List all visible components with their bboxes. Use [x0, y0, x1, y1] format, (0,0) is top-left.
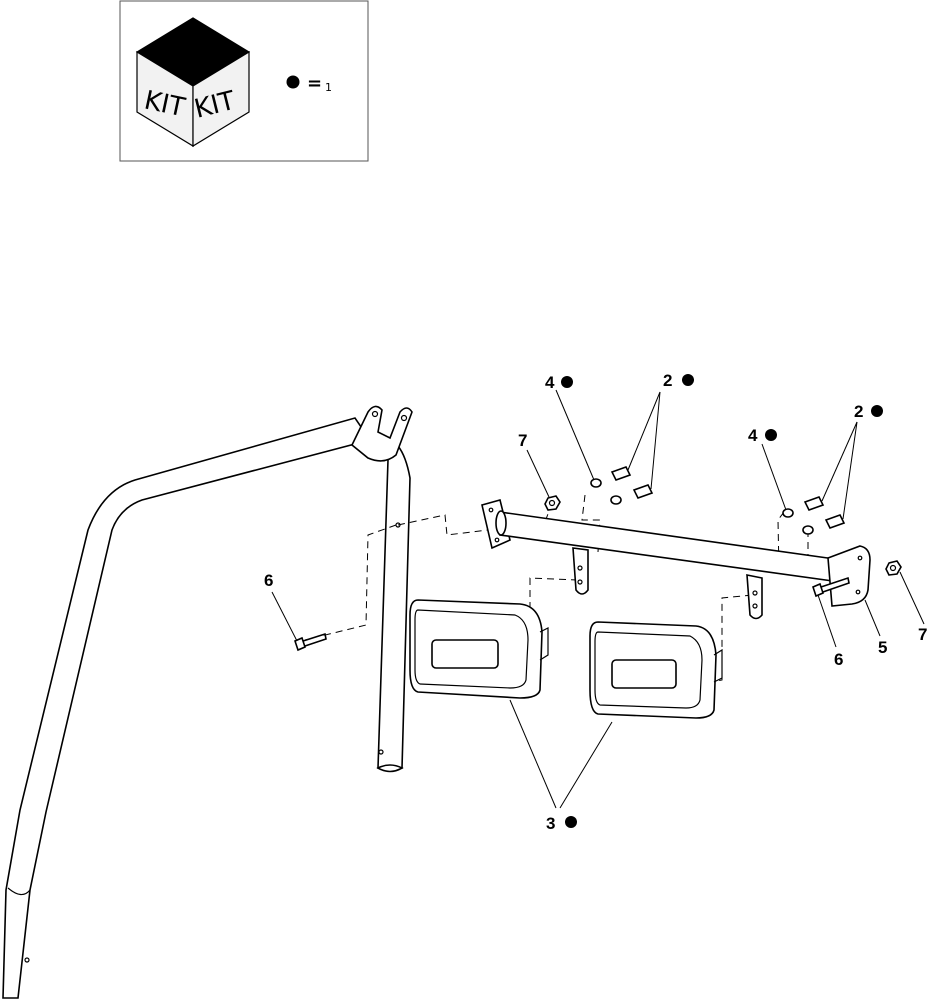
lamp-bracket-hole	[752, 603, 758, 609]
bolt-6-right-head	[812, 582, 824, 598]
bolt-6-left-head	[294, 636, 306, 652]
bracket-hole-right	[400, 414, 408, 422]
leader-3-left	[509, 699, 557, 809]
leader-2-right-a	[821, 421, 858, 502]
callout-7-right: 7	[918, 625, 927, 644]
callout-5: 5	[878, 638, 887, 657]
lamp-bracket-hole	[577, 579, 583, 585]
bolt-2-right-a	[803, 496, 825, 511]
legend-quantity: 1	[325, 81, 332, 94]
leader-2-left-b	[650, 391, 661, 490]
washer-4-left-b	[610, 495, 622, 505]
work-lamp-left	[409, 599, 549, 699]
washer-4-right-a	[782, 508, 794, 518]
legend-equals: =	[307, 73, 322, 94]
lamp-left-bezel	[414, 609, 529, 689]
leader-7-left	[526, 449, 550, 498]
nut-7-left	[544, 495, 561, 511]
kit-marker-dot-icon	[765, 429, 777, 441]
lamp-right-lens	[611, 659, 677, 689]
washer-4-right-b	[802, 525, 814, 535]
cross-bar-tube	[499, 511, 843, 583]
kit-box-right-face	[192, 50, 250, 148]
callout-number: 2	[854, 402, 863, 421]
lamp-cross-bar	[481, 499, 871, 620]
leader-6-left	[271, 591, 298, 642]
kit-marker-dot-icon	[871, 405, 883, 417]
roll-bar-bend-line	[7, 887, 31, 896]
callout-2-right: 2	[854, 402, 883, 421]
leader-4-left	[555, 389, 595, 481]
callout-2-left: 2	[663, 371, 694, 390]
nut-7-right	[885, 560, 902, 576]
roll-bar-hole	[24, 957, 30, 963]
callout-3: 3	[546, 814, 577, 833]
roll-bar-left-leg	[2, 417, 372, 999]
lamp-bracket-hole	[577, 565, 583, 571]
bolt-2-left-a	[610, 466, 632, 481]
kit-marker-dot-icon	[565, 816, 577, 828]
callout-6-left: 6	[264, 571, 273, 590]
kit-legend: KIT KIT = 1	[119, 0, 369, 162]
callout-number: 2	[663, 371, 672, 390]
kit-marker-dot-icon	[286, 75, 300, 89]
leader-2-right-b	[842, 421, 858, 520]
callout-number: 4	[545, 373, 555, 392]
callout-4-right: 4	[748, 426, 777, 445]
leader-6-right	[817, 594, 837, 648]
nut-hole	[548, 499, 556, 507]
kit-box-icon: KIT KIT	[135, 17, 251, 148]
cross-bar-tube-end	[495, 510, 507, 536]
callout-6-right: 6	[834, 650, 843, 669]
leader-3-right	[559, 721, 613, 809]
flange-hole	[488, 507, 494, 513]
lamp-bracket-left	[572, 547, 589, 595]
leader-7-right	[899, 571, 925, 625]
lamp-left-rear	[539, 627, 549, 661]
lamp-bracket-right	[746, 574, 763, 620]
work-lamp-right	[589, 621, 723, 719]
bolt-2-left-b	[632, 484, 654, 499]
washer-4-left-a	[590, 478, 602, 488]
callout-number: 3	[546, 814, 555, 833]
leader-5	[864, 599, 881, 637]
lamp-right-bezel	[594, 631, 703, 709]
lamp-right-rear	[713, 648, 723, 683]
leader-lines	[271, 389, 925, 809]
callout-4-left: 4	[545, 373, 573, 392]
leader-4-right	[761, 443, 787, 511]
callout-7-left: 7	[518, 431, 527, 450]
bracket-hole-left	[371, 410, 379, 418]
align-line-lamp-right	[709, 594, 753, 683]
flange-hole	[857, 555, 863, 561]
leader-2-left-a	[627, 391, 661, 471]
align-line-bolt-6-left	[304, 524, 397, 641]
cross-bar-right-flange	[827, 545, 871, 607]
roll-bar-right-leg	[354, 441, 411, 771]
callout-labels: 2 2 3 4 4 5 6 6 7 7	[264, 371, 927, 833]
roll-bar-leg-end	[376, 764, 404, 773]
lamp-bracket-hole	[752, 590, 758, 596]
roll-bar-leg-hole	[378, 749, 384, 755]
roll-bar-frame	[2, 405, 413, 999]
align-line-washer-right-a	[777, 511, 785, 573]
flange-hole	[494, 537, 500, 543]
flange-hole	[855, 589, 861, 595]
kit-marker-dot-icon	[561, 376, 573, 388]
kit-marker-dot-icon	[682, 374, 694, 386]
roll-bar-top-bracket	[351, 405, 413, 462]
nut-hole	[889, 564, 897, 572]
align-line-bar-left	[397, 514, 489, 536]
lamp-left-lens	[431, 639, 499, 669]
callout-number: 4	[748, 426, 758, 445]
align-line-washer-left	[581, 494, 601, 553]
fasteners	[294, 466, 902, 652]
bolt-2-right-b	[824, 514, 846, 529]
